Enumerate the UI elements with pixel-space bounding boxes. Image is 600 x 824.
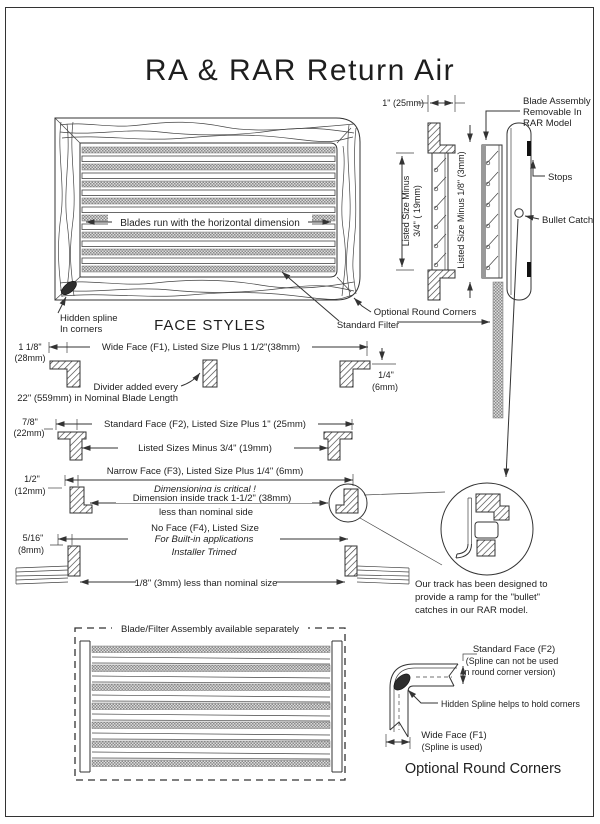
f4-note: 1/8" (3mm) less than nominal size [135,578,278,589]
blade-assembly-label-2: Removable In [523,107,582,118]
f2-title: Standard Face (F2), Listed Size Plus 1" … [104,419,306,430]
side-view-frame: 1" (25mm) Listed Size Minus 3/4" ( 19mm)… [382,95,466,301]
rc-standard-face-label: Standard Face (F2) [473,644,555,655]
rc-wide-face-label: Wide Face (F1) [421,730,486,741]
f1-divider-note-2: 22" (559mm) in Nominal Blade Length [17,393,178,404]
f3-dim-mm: (12mm) [15,486,46,496]
f3-dim-fraction: 1/2" [24,474,40,484]
hidden-spline-mark [61,280,77,296]
listed-minus-18-label: Listed Size Minus 1/8" (3mm) [456,151,466,268]
f1-divider-note: Divider added every [94,382,179,393]
track-detail-circle: Our track has been designed to provide a… [415,482,548,616]
f1-title: Wide Face (F1), Listed Size Plus 1 1/2"(… [102,342,300,353]
wood-grain [58,121,357,300]
f2-dim-mm: (22mm) [14,428,45,438]
stop-mark-bottom [527,262,531,277]
stop-mark-top [527,141,531,156]
hidden-spline-label-2: In corners [60,324,102,335]
track-note-2: provide a ramp for the "bullet" [415,592,540,603]
f1-flange-mm: (6mm) [372,382,398,392]
track-note-3: catches in our RAR model. [415,605,528,616]
rar-blades [485,150,499,271]
return-grille-drawing: Blades run with the horizontal dimension [54,117,361,301]
blade-assembly-label: Blade Assembly [523,96,591,107]
page-border [5,7,594,817]
listed-minus-34-label-2: 3/4" ( 19mm) [412,185,422,237]
f3-warning: Dimensioning is critical ! [154,484,256,495]
f4-title: No Face (F4), Listed Size [151,523,259,534]
frame-blades [433,157,447,268]
grille-labels: Hidden spline In corners FACE STYLES Sta… [57,271,490,335]
assembly-rails [79,640,343,773]
face-profile-f2: 7/8" (22mm) Standard Face (F2), Listed S… [14,417,354,461]
page-title: RA & RAR Return Air [145,54,455,87]
rc-hidden-spline-label: Hidden Spline helps to hold corners [441,699,580,709]
f1-dim-fraction: 1 1/8" [18,342,41,352]
optional-round-corners-label: Optional Round Corners [374,307,477,318]
bullet-catch-mark [514,208,524,218]
listed-minus-34-label: Listed Size Minus [401,175,411,246]
f4-subtitle: For Built-in applications [155,534,254,545]
f3-track-note: Dimension inside track 1-1/2" (38mm) [133,493,292,504]
corner-spline-mark [393,673,411,691]
blades-run-label: Blades run with the horizontal dimension [120,218,300,229]
rc-wide-face-note: (Spline is used) [422,742,483,752]
f1-dim-mm: (28mm) [15,353,46,363]
hidden-spline-label: Hidden spline [60,313,118,324]
side-view-rar: Blade Assembly Removable In RAR Model St… [467,96,593,478]
stops-label: Stops [548,172,573,183]
f4-dim-mm: (8mm) [18,545,44,555]
standard-filter-label: Standard Filter [337,320,399,331]
assembly-box-title: Blade/Filter Assembly available separate… [121,624,299,635]
f3-detail-circle [328,483,368,523]
face-profile-f3: Narrow Face (F3), Listed Size Plus 1/4" … [15,466,446,566]
f4-dim-fraction: 5/16" [23,533,44,543]
f3-track-note-2: less than nominal side [159,507,253,518]
f3-title: Narrow Face (F3), Listed Size Plus 1/4" … [107,466,304,477]
f4-subtitle-2: Installer Trimed [172,547,237,558]
round-corner-detail: Standard Face (F2) (Spline can not be us… [385,644,580,777]
face-profile-f1: 1 1/8" (28mm) Wide Face (F1), Listed Siz… [15,341,398,404]
rc-title: Optional Round Corners [405,761,561,777]
face-profile-f4: No Face (F4), Listed Size For Built-in a… [15,523,410,589]
f2-dim-fraction: 7/8" [22,417,38,427]
rc-spline-note-2: in round corner version) [463,667,556,677]
f2-inner-dim: Listed Sizes Minus 3/4" (19mm) [138,443,272,454]
grille-blades [81,155,336,264]
f4-molding-left [15,565,69,585]
frame-width-dim: 1" (25mm) [382,98,424,108]
assembly-filter-bands [91,645,331,767]
bullet-catch-label: Bullet Catch [542,215,593,226]
rar-cover [506,122,532,301]
filter-strip [492,281,504,419]
blade-assembly-label-3: RAR Model [523,118,572,129]
blade-filter-assembly-box: Blade/Filter Assembly available separate… [74,621,346,781]
assembly-blades [91,656,331,760]
rc-spline-note: (Spline can not be used [466,656,559,666]
f4-molding-right [356,565,410,585]
face-styles-heading: FACE STYLES [154,317,266,334]
f1-flange-fraction: 1/4" [378,370,394,380]
track-note: Our track has been designed to [415,579,548,590]
